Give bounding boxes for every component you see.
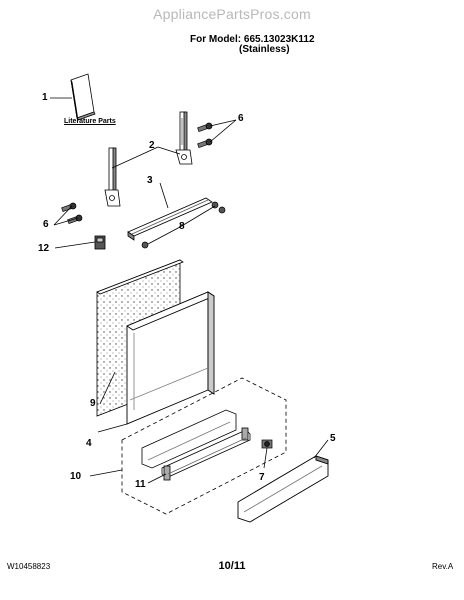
callout-12: 12 (38, 243, 50, 254)
hinge-right (175, 111, 193, 165)
assembly-outline (121, 377, 287, 515)
callout-6-right: 6 (238, 113, 244, 124)
hinge-left (104, 147, 121, 207)
document-number: W10458823 (7, 562, 51, 571)
kickplate-inner (141, 409, 237, 469)
rail-screws (141, 201, 226, 249)
model-label: For Model: 665.13023K112 (190, 34, 315, 45)
door-rail (127, 197, 213, 241)
callout-9: 9 (90, 398, 96, 409)
watermark: AppliancePartsPros.com (153, 6, 311, 22)
variant-label: (Stainless) (239, 44, 290, 55)
literature-booklet (70, 73, 96, 121)
callout-7: 7 (259, 472, 265, 483)
callout-11: 11 (135, 479, 146, 490)
callout-3: 3 (147, 175, 153, 186)
kickplate-screw (261, 439, 273, 449)
callout-10: 10 (70, 471, 82, 482)
outer-door-panel (126, 291, 215, 425)
callout-5: 5 (330, 433, 336, 444)
callout-6-left: 6 (43, 219, 49, 230)
revision-label: Rev.A (432, 562, 454, 571)
screws-right (197, 122, 213, 149)
callout-4: 4 (86, 438, 92, 449)
leader-lines (50, 97, 329, 484)
page-number: 10/11 (218, 560, 246, 572)
kickplate-bracket (161, 427, 251, 481)
literature-parts-label: Literature Parts (64, 118, 116, 125)
door-clip (94, 235, 106, 250)
toe-kick-panel (237, 455, 329, 523)
callout-2: 2 (149, 140, 155, 151)
callout-1: 1 (42, 92, 48, 103)
callout-8: 8 (179, 221, 185, 232)
screws-left (61, 202, 83, 225)
